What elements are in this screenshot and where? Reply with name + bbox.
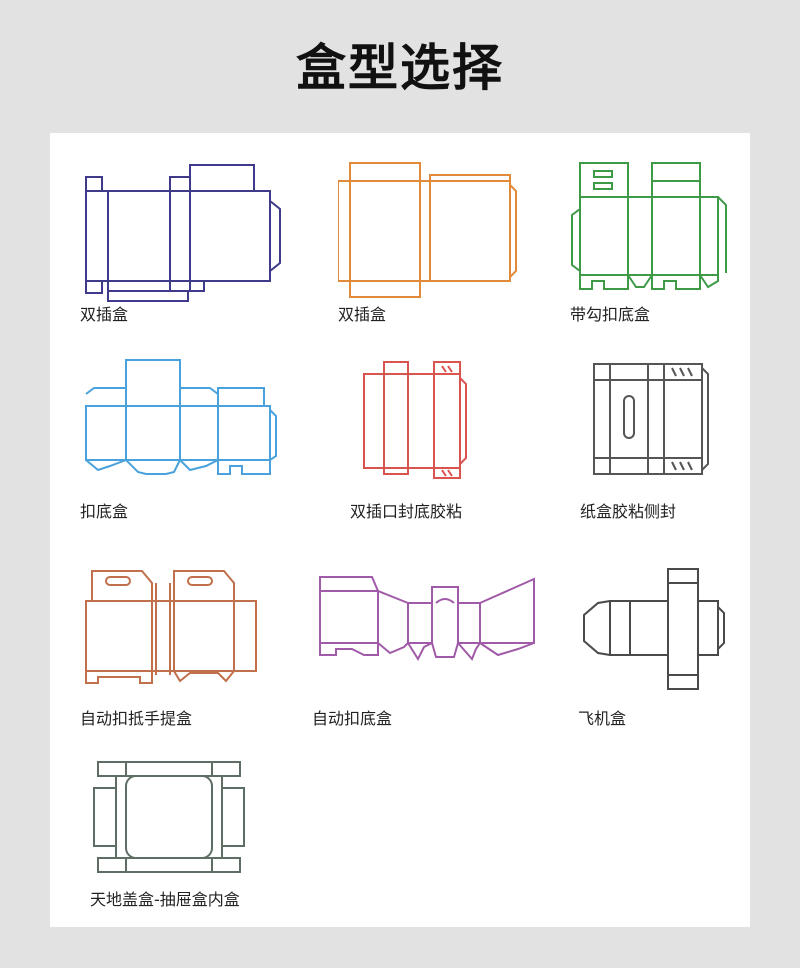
box-label: 扣底盒 xyxy=(80,502,129,521)
mailer-box-dieline-icon xyxy=(578,563,748,713)
side-glued-carton-dieline-icon xyxy=(580,358,750,508)
double-tuck-box-dieline-icon xyxy=(80,161,290,311)
lock-bottom-box-dieline-icon xyxy=(80,358,290,508)
tuck-top-glued-bottom-dieline-icon xyxy=(350,358,500,508)
box-label: 双插口封底胶粘 xyxy=(350,502,463,521)
box-label: 自动扣抵手提盒 xyxy=(80,709,193,728)
box-type-panel: 双插盒 双插盒 xyxy=(50,133,750,927)
box-option-lid-drawer-inner[interactable]: 天地盖盒-抽屉盒内盒 xyxy=(90,758,300,948)
box-option-side-glued-carton[interactable]: 纸盒胶粘侧封 xyxy=(580,358,790,548)
double-tuck-box-dieline-icon xyxy=(338,161,548,311)
box-option-mailer[interactable]: 飞机盒 xyxy=(578,563,788,753)
box-option-hook-lock-bottom[interactable]: 带勾扣底盒 xyxy=(570,161,780,351)
auto-lock-bottom-box-dieline-icon xyxy=(312,573,542,723)
lid-drawer-inner-box-dieline-icon xyxy=(90,758,260,908)
hook-lock-bottom-box-dieline-icon xyxy=(570,161,750,311)
box-label: 纸盒胶粘侧封 xyxy=(580,502,677,521)
box-label: 双插盒 xyxy=(80,305,129,324)
box-label: 天地盖盒-抽屉盒内盒 xyxy=(90,890,240,909)
auto-lock-handle-box-dieline-icon xyxy=(80,563,290,713)
box-label: 自动扣底盒 xyxy=(312,709,393,728)
box-option-tuck-top-glued-bottom[interactable]: 双插口封底胶粘 xyxy=(350,358,560,548)
box-option-double-tuck-1[interactable]: 双插盒 xyxy=(80,161,290,351)
box-option-auto-lock-bottom[interactable]: 自动扣底盒 xyxy=(312,573,522,763)
box-option-auto-lock-handle[interactable]: 自动扣抵手提盒 xyxy=(80,563,290,753)
box-label: 双插盒 xyxy=(338,305,387,324)
box-label: 带勾扣底盒 xyxy=(570,305,651,324)
box-option-double-tuck-2[interactable]: 双插盒 xyxy=(338,161,548,351)
box-option-lock-bottom[interactable]: 扣底盒 xyxy=(80,358,290,548)
box-label: 飞机盒 xyxy=(578,709,627,728)
page-title: 盒型选择 xyxy=(296,39,504,97)
